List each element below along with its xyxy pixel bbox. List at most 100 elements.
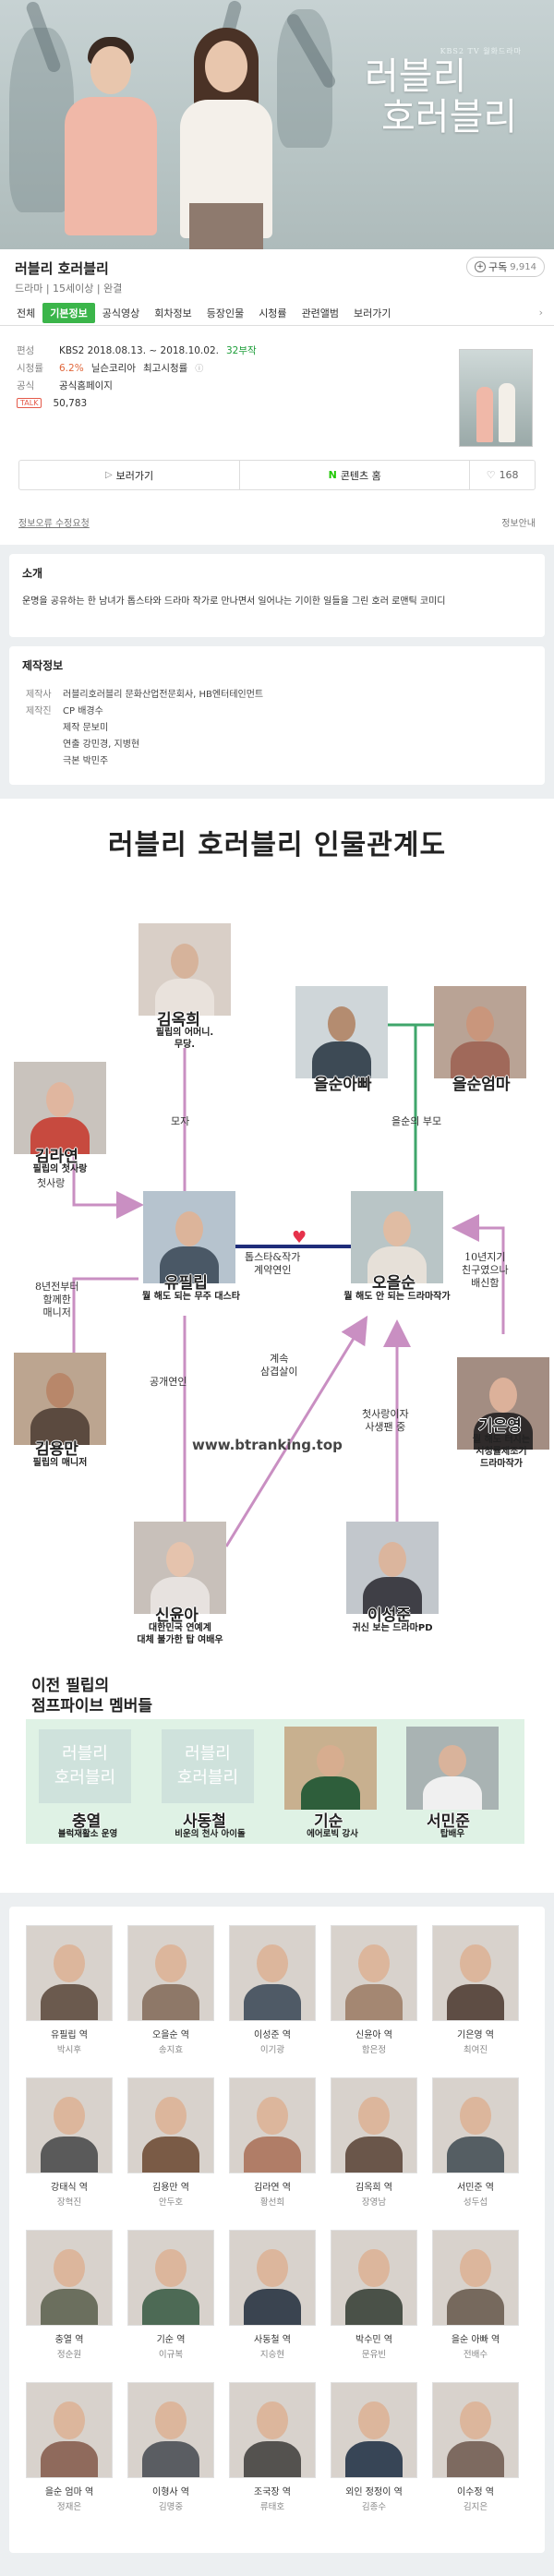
cast-photo[interactable] bbox=[127, 2230, 214, 2326]
cast-photo[interactable] bbox=[26, 2077, 113, 2173]
cast-actor[interactable]: 최여진 bbox=[463, 2045, 488, 2055]
chevron-right-icon[interactable]: › bbox=[538, 307, 543, 319]
cast-photo[interactable] bbox=[229, 2230, 316, 2326]
cast-actor[interactable]: 문유빈 bbox=[361, 2350, 387, 2360]
rating-note[interactable]: 최고시청률 bbox=[143, 363, 188, 374]
cast-photo[interactable] bbox=[26, 2230, 113, 2326]
name-yu-pilip: 유필립 bbox=[164, 1274, 208, 1293]
chart-title: 러블리 호러블리 인물관계도 bbox=[107, 829, 447, 861]
cast-photo[interactable] bbox=[26, 2382, 113, 2478]
cast-photo[interactable] bbox=[331, 2230, 417, 2326]
info-guide-link[interactable]: 정보안내 bbox=[501, 519, 536, 529]
prev-desc: 비운의 천사 아이돌 bbox=[175, 1829, 246, 1839]
cast-actor[interactable]: 정순원 bbox=[56, 2350, 82, 2360]
cast-actor[interactable]: 김종수 bbox=[361, 2502, 387, 2512]
cast-actor[interactable]: 류태호 bbox=[259, 2502, 285, 2512]
cast-photo[interactable] bbox=[432, 2382, 519, 2478]
talk-badge[interactable]: TALK bbox=[17, 398, 42, 408]
cast-actor[interactable]: 장혁진 bbox=[56, 2197, 82, 2208]
like-count: 168 bbox=[499, 469, 519, 481]
cast-photo[interactable] bbox=[432, 1925, 519, 2021]
cast-photo[interactable] bbox=[127, 1925, 214, 2021]
cast-role: 충열 역 bbox=[54, 2335, 84, 2345]
official-link[interactable]: 공식홈페이지 bbox=[59, 380, 113, 391]
tab-episodes[interactable]: 회차정보 bbox=[154, 307, 192, 319]
cast-photo[interactable] bbox=[229, 1925, 316, 2021]
tab-characters[interactable]: 등장인물 bbox=[206, 307, 245, 319]
cast-actor[interactable]: 김지은 bbox=[463, 2502, 488, 2512]
cast-photo[interactable] bbox=[127, 2382, 214, 2478]
cast-actor[interactable]: 김명중 bbox=[158, 2502, 184, 2512]
cast-photo[interactable] bbox=[26, 1925, 113, 2021]
photo-kim-okhee bbox=[138, 923, 231, 1016]
tab-watch[interactable]: 보러가기 bbox=[354, 307, 391, 319]
drama-poster[interactable] bbox=[459, 349, 533, 447]
watch-label: 보러가기 bbox=[115, 469, 154, 482]
cast-actor[interactable]: 성두섭 bbox=[463, 2197, 488, 2208]
info-icon[interactable]: ⓘ bbox=[195, 365, 204, 374]
logo-line-1: 러블리 bbox=[365, 55, 467, 98]
cast-actor[interactable]: 황선희 bbox=[259, 2197, 285, 2208]
subscribe-button[interactable]: + 구독 9,914 bbox=[466, 257, 545, 277]
cast-actor[interactable]: 정재은 bbox=[56, 2502, 82, 2512]
cast-photo[interactable] bbox=[127, 2077, 214, 2173]
watch-button[interactable]: ▷보러가기 bbox=[19, 461, 241, 489]
cast-photo[interactable] bbox=[229, 2382, 316, 2478]
cast-actor[interactable]: 함은정 bbox=[361, 2045, 387, 2055]
cast-actor[interactable]: 박시후 bbox=[56, 2045, 82, 2055]
cast-actor[interactable]: 장영남 bbox=[361, 2197, 387, 2208]
cast-actor[interactable]: 이기광 bbox=[259, 2045, 285, 2055]
tab-basic-info[interactable]: 기본정보 bbox=[42, 302, 95, 323]
cast-actor[interactable]: 지승현 bbox=[259, 2350, 285, 2360]
logo-small-text: KBS2 TV 월화드라마 bbox=[440, 47, 522, 55]
like-button[interactable]: ♡168 bbox=[470, 461, 535, 489]
cast-actor[interactable]: 전배수 bbox=[463, 2350, 488, 2360]
cast-photo[interactable] bbox=[331, 2077, 417, 2173]
placeholder-line-1: 러블리 bbox=[185, 1744, 231, 1763]
line-betrayal bbox=[452, 1214, 505, 1334]
cast-role: 강태식 역 bbox=[51, 2183, 88, 2193]
note-contract-couple: 톱스타&작가 계약연인 bbox=[245, 1251, 301, 1276]
cast-actor[interactable]: 송지효 bbox=[158, 2045, 184, 2055]
tab-ratings[interactable]: 시청률 bbox=[259, 307, 287, 319]
tab-all[interactable]: 전체 bbox=[17, 307, 36, 319]
cast-photo[interactable] bbox=[432, 2077, 519, 2173]
prev-name: 사동철 bbox=[183, 1812, 226, 1831]
cast-photo[interactable] bbox=[229, 2077, 316, 2173]
cast-photo[interactable] bbox=[432, 2230, 519, 2326]
cast-actor[interactable]: 이규복 bbox=[158, 2350, 184, 2360]
edit-request-link[interactable]: 정보오류 수정요청 bbox=[18, 519, 90, 529]
cast-photo[interactable] bbox=[331, 2382, 417, 2478]
cast-actor[interactable]: 안두호 bbox=[158, 2197, 184, 2208]
tab-official-video[interactable]: 공식영상 bbox=[102, 307, 140, 319]
line-first-love bbox=[72, 1154, 144, 1219]
tab-albums[interactable]: 관련앨범 bbox=[301, 307, 340, 319]
name-shin-yuna: 신윤아 bbox=[155, 1607, 199, 1625]
cast-photo[interactable] bbox=[331, 1925, 417, 2021]
cast-role: 김라연 역 bbox=[254, 2183, 291, 2193]
